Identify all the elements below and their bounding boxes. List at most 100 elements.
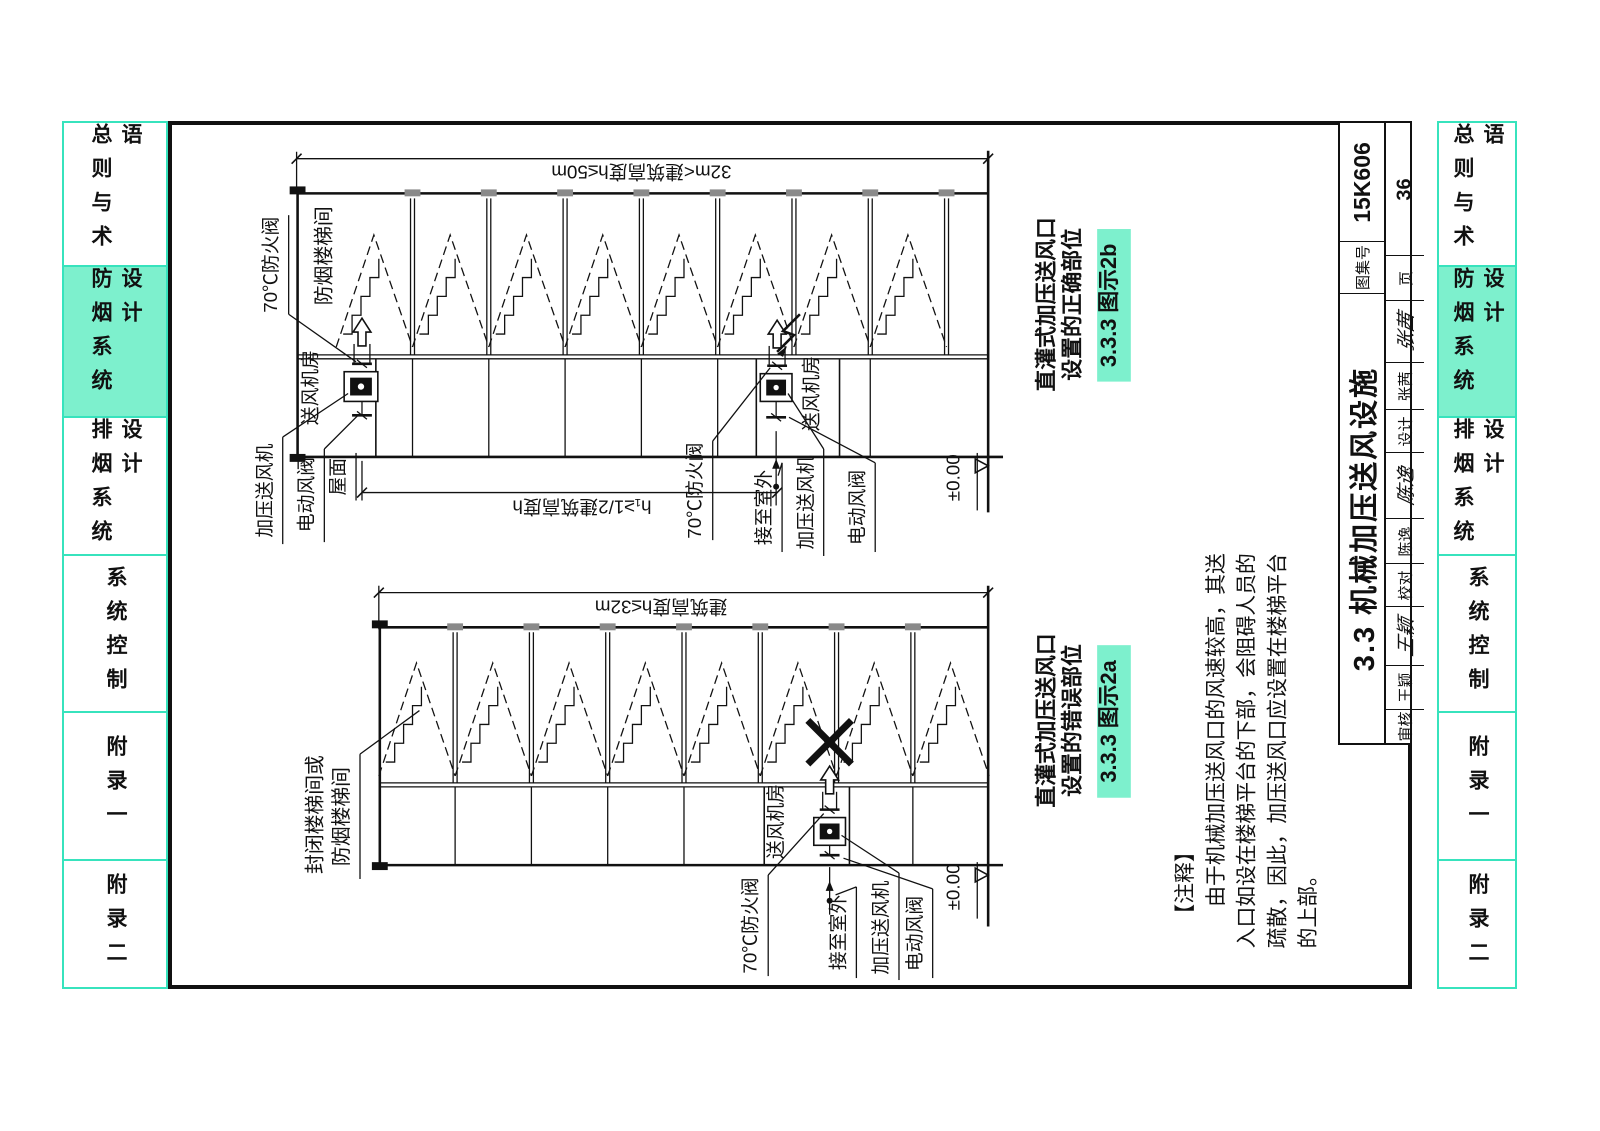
reviewer-role-cell: 审核 xyxy=(1386,710,1424,743)
level-label: ±0.00 xyxy=(942,454,963,501)
designer-name-cell: 张茜 xyxy=(1386,363,1425,411)
sidebar-item-general[interactable]: 总则与术语 xyxy=(1439,123,1515,267)
stairwell-label: 防烟楼梯间 xyxy=(331,767,353,866)
checker-signature-cell: 陈逸 xyxy=(1386,453,1425,520)
page-label-cell: 页 xyxy=(1386,256,1425,301)
sidebar-item-smoke-exhaust[interactable]: 排烟系统设计 xyxy=(1439,418,1515,556)
atlas-number-label: 图集号 xyxy=(1354,244,1372,291)
figure-caption: 直灌式加压送风口 xyxy=(1034,633,1059,807)
dimension-building-height: 建筑高度h≤32m xyxy=(373,585,994,630)
checker-role-cell: 校对 xyxy=(1386,564,1425,607)
sidebar-item-appendix-1[interactable]: 附录一 xyxy=(64,713,166,861)
ground-fan-room xyxy=(755,313,841,506)
note-line: 的上部。 xyxy=(1297,865,1320,948)
floor-slabs xyxy=(404,189,955,457)
sidebar-item-smoke-protection[interactable]: 防烟系统设计 xyxy=(64,267,166,418)
figure-wrong-drawing: 建筑高度h≤32m ±0.00 封闭楼梯间或 防烟楼梯间 送风机房 70℃防火阀… xyxy=(304,585,1131,981)
title-block: 15K606 图集号 3.3 机械加压送风设施 36 页 张茜 张茜 设计 陈逸… xyxy=(1338,121,1425,745)
sidebar-item-appendix-2[interactable]: 附录二 xyxy=(104,873,127,975)
roof-fan-room xyxy=(343,316,379,457)
designer-role-label: 设计 xyxy=(1397,416,1415,447)
page-number: 36 xyxy=(1393,177,1416,201)
outdoor-connection-label: 接至室外 xyxy=(827,895,848,970)
stair-flights xyxy=(335,234,948,348)
roof-parapet-cap xyxy=(371,620,388,629)
error-x-mark xyxy=(805,718,854,767)
figure-caption: 设置的正确部位 xyxy=(1059,228,1084,381)
sidebar-item-system-control[interactable]: 系统控制 xyxy=(64,556,166,713)
stair-flights xyxy=(378,662,990,777)
roof-label: 屋面 xyxy=(327,458,348,496)
fan-room-label: 送风机房 xyxy=(299,350,320,425)
reviewer-signature: 王颖 xyxy=(1396,615,1418,658)
reviewer-role-label: 审核 xyxy=(1397,711,1415,742)
dim-building-height-label: 建筑高度h≤32m xyxy=(595,597,728,618)
page-label: 页 xyxy=(1397,270,1415,286)
motor-damper-label: 电动风阀 xyxy=(846,470,867,545)
fan-room-label: 送风机房 xyxy=(801,356,822,431)
checker-name-cell: 陈逸 xyxy=(1386,519,1425,565)
figure-tag-highlight xyxy=(1097,645,1131,798)
figure-tag: 3.3.3 图示2a xyxy=(1096,659,1121,782)
sidebar-item-smoke-protection[interactable]: 防烟系统设计 xyxy=(1439,267,1515,418)
section-title-cell: 3.3 机械加压送风设施 xyxy=(1340,294,1384,743)
sidebar-item-appendix-2[interactable]: 附录二 xyxy=(1466,873,1489,975)
checker-role-label: 校对 xyxy=(1397,570,1415,601)
pressurization-fan-label: 加压送风机 xyxy=(795,455,816,549)
dimension-outlet-spacing: h₁≥1/2建筑高度h xyxy=(356,460,783,518)
left-edge-tab-strip: 总则与术语 防烟系统设计 排烟系统设计 系统控制 附录一 附录二 xyxy=(62,121,168,989)
reviewer-name: 王颖 xyxy=(1397,672,1415,703)
stairwell-label: 封闭楼梯间或 xyxy=(304,755,326,874)
stairwell-label: 防烟楼梯间 xyxy=(313,206,335,305)
note-line: 入口如设在楼梯平台的下部，会阻碍人员的 xyxy=(1236,553,1259,948)
notes-block: 【注释】 由于机械加压送风口的风速较高，其送 入口如设在楼梯平台的下部，会阻碍人… xyxy=(1174,553,1320,948)
right-edge-tab-strip: 总则与术语 防烟系统设计 排烟系统设计 系统控制 附录一 附录二 xyxy=(1437,121,1517,989)
sidebar-item-appendix-1[interactable]: 附录一 xyxy=(1439,713,1515,861)
atlas-number-label-cell: 图集号 xyxy=(1340,242,1384,294)
designer-role-cell: 设计 xyxy=(1386,410,1425,453)
motor-damper-label: 电动风阀 xyxy=(295,457,316,532)
sidebar-item-general[interactable]: 总则与术语 xyxy=(64,123,166,267)
page-number-cell: 36 xyxy=(1386,123,1425,257)
pressurization-fan-label: 加压送风机 xyxy=(254,443,275,537)
level-marker: ±0.00 xyxy=(942,452,990,511)
reviewer-signature-cell: 王颖 xyxy=(1386,607,1425,667)
roof-parapet-cap xyxy=(371,862,388,871)
outdoor-connection-label: 接至室外 xyxy=(753,470,774,545)
ground-fan-room xyxy=(763,764,851,915)
fire-damper-label: 70℃防火阀 xyxy=(739,877,760,973)
leader-lines xyxy=(359,710,934,981)
fire-damper-label: 70℃防火阀 xyxy=(260,217,281,313)
atlas-number: 15K606 xyxy=(1348,141,1375,223)
designer-name: 张茜 xyxy=(1397,371,1415,402)
figure-tag: 3.3.3 图示2b xyxy=(1096,244,1121,367)
sidebar-item-system-control[interactable]: 系统控制 xyxy=(1439,556,1515,713)
figure-caption: 设置的错误部位 xyxy=(1059,644,1084,797)
checker-signature: 陈逸 xyxy=(1396,464,1418,508)
sidebar-item-smoke-exhaust[interactable]: 排烟系统设计 xyxy=(64,418,166,556)
level-marker: ±0.00 xyxy=(942,862,990,919)
roof-parapet-cap xyxy=(289,453,306,462)
floor-slabs xyxy=(447,623,921,866)
drawing-frame: 32m<建筑高度h≤50m h₁≥1/2建筑高度h ±0.00 xyxy=(168,121,1412,989)
figure-caption: 直灌式加压送风口 xyxy=(1034,217,1059,391)
airflow-bolt-arrow xyxy=(776,313,801,353)
supply-air-arrow xyxy=(819,764,841,795)
fire-damper-label: 70℃防火阀 xyxy=(684,443,705,539)
atlas-number-cell: 15K606 xyxy=(1340,123,1384,242)
figure-correct-drawing: 32m<建筑高度h≤50m h₁≥1/2建筑高度h ±0.00 xyxy=(254,150,1131,556)
pressurization-fan-label: 加压送风机 xyxy=(870,880,891,974)
dimension-building-height: 32m<建筑高度h≤50m xyxy=(291,151,994,190)
level-label: ±0.00 xyxy=(942,863,963,910)
dim-outlet-spacing-label: h₁≥1/2建筑高度h xyxy=(512,497,651,518)
note-line: 疏散，因此，加压送风口应设置在楼梯平台 xyxy=(1266,553,1289,948)
section-title: 3.3 机械加压送风设施 xyxy=(1349,366,1381,671)
designer-signature-cell: 张茜 xyxy=(1386,301,1425,364)
leader-lines xyxy=(282,215,876,556)
supply-air-arrow xyxy=(351,316,373,347)
drawing-canvas: 32m<建筑高度h≤50m h₁≥1/2建筑高度h ±0.00 xyxy=(254,150,1320,981)
note-line: 由于机械加压送风口的风速较高，其送 xyxy=(1205,553,1228,948)
motor-damper-label: 电动风阀 xyxy=(904,896,925,971)
fan-room-label: 送风机房 xyxy=(765,784,786,859)
supply-air-arrow xyxy=(766,318,788,349)
